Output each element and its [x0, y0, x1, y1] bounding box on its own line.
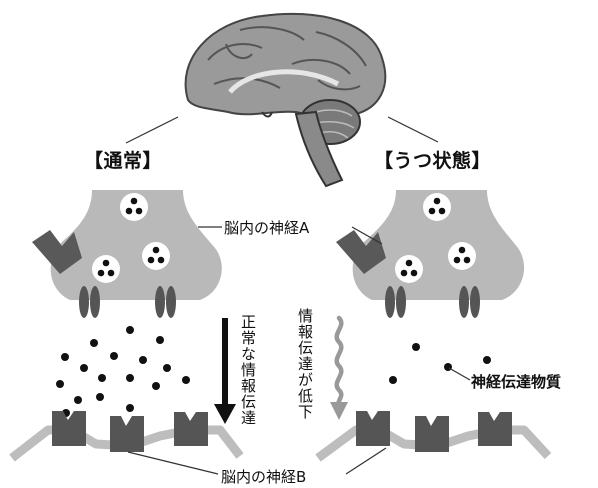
autoreceptor-depressed — [336, 230, 386, 274]
receptor-normal-3 — [174, 412, 208, 446]
neurotransmitter-dot — [96, 393, 104, 401]
neurotransmitter-dot — [126, 326, 134, 334]
neurotransmitter-dot — [412, 343, 420, 351]
neuron-a-depressed — [336, 190, 525, 318]
neurotransmitter-dot — [444, 363, 452, 371]
receptor-depressed-1 — [356, 411, 390, 446]
vesicle-normal-2 — [92, 255, 120, 283]
release-site-normal-2 — [155, 286, 176, 318]
release-site-depressed-2 — [459, 286, 480, 318]
neurotransmitter-dot — [98, 374, 106, 382]
reduced-transmission-arrow — [330, 315, 348, 420]
receptor-normal-2 — [110, 416, 144, 452]
neuron-b-normal — [9, 411, 244, 462]
neurotransmitter-dot — [163, 364, 171, 372]
normal-state-label: 【通常】 — [84, 150, 163, 172]
reduced-transmission-label: 情報伝達が低下 — [296, 308, 314, 420]
receptor-depressed-3 — [478, 412, 512, 446]
neurotransmitter-label: 神経伝達物質 — [471, 373, 562, 391]
leader-neuron-b-left — [127, 451, 219, 475]
neurotransmitter-dot — [139, 356, 147, 364]
neuron-b-label: 脳内の神経B — [221, 468, 307, 486]
vesicle-depressed-3 — [448, 242, 476, 270]
normal-transmission-label: 正常な情報伝達 — [239, 314, 257, 426]
neurotransmitter-dot — [156, 336, 164, 344]
neurotransmitter-dot — [56, 380, 64, 388]
neuron-a-label: 脳内の神経A — [224, 219, 310, 237]
pituitary — [261, 111, 273, 118]
neurotransmitters-depressed — [389, 343, 491, 384]
brain-illustration — [184, 12, 387, 188]
depressed-state-label: 【うつ状態】 — [374, 150, 492, 172]
autoreceptor-normal — [32, 230, 82, 274]
receptor-normal-1 — [52, 411, 86, 446]
neuron-b-depressed — [315, 411, 552, 462]
brain-stem — [294, 110, 344, 188]
neurotransmitter-dot — [126, 404, 134, 412]
neurotransmitter-dot — [61, 353, 69, 361]
leader-neuron-b-right — [345, 447, 387, 475]
neurotransmitter-dot — [110, 352, 118, 360]
neurotransmitter-dot — [126, 374, 134, 382]
neurotransmitters-normal — [56, 326, 190, 417]
neurotransmitter-dot — [152, 382, 160, 390]
leader-neuron-a-right — [351, 226, 383, 245]
receptor-depressed-2 — [415, 416, 449, 452]
vesicle-normal-3 — [142, 242, 170, 270]
neurotransmitter-dot — [74, 396, 82, 404]
vesicle-normal-1 — [120, 193, 148, 221]
brain-inner-arc — [228, 69, 340, 94]
neurotransmitter-dot — [483, 356, 491, 364]
neurotransmitter-dot — [182, 376, 190, 384]
vesicle-depressed-1 — [423, 193, 451, 221]
leader-line-depressed — [387, 116, 439, 143]
leader-neurotransmitter — [448, 367, 471, 381]
release-site-depressed-1 — [385, 286, 406, 318]
release-site-normal-1 — [79, 286, 100, 318]
neurotransmitter-dot — [389, 376, 397, 384]
neuron-a-normal — [32, 190, 222, 318]
neurotransmitter-dot — [80, 364, 88, 372]
vesicle-depressed-2 — [395, 255, 423, 283]
normal-transmission-arrow — [214, 318, 236, 424]
neurotransmitter-dot — [90, 339, 98, 347]
brain-cerebrum — [184, 12, 387, 119]
leader-line-normal — [125, 116, 179, 144]
